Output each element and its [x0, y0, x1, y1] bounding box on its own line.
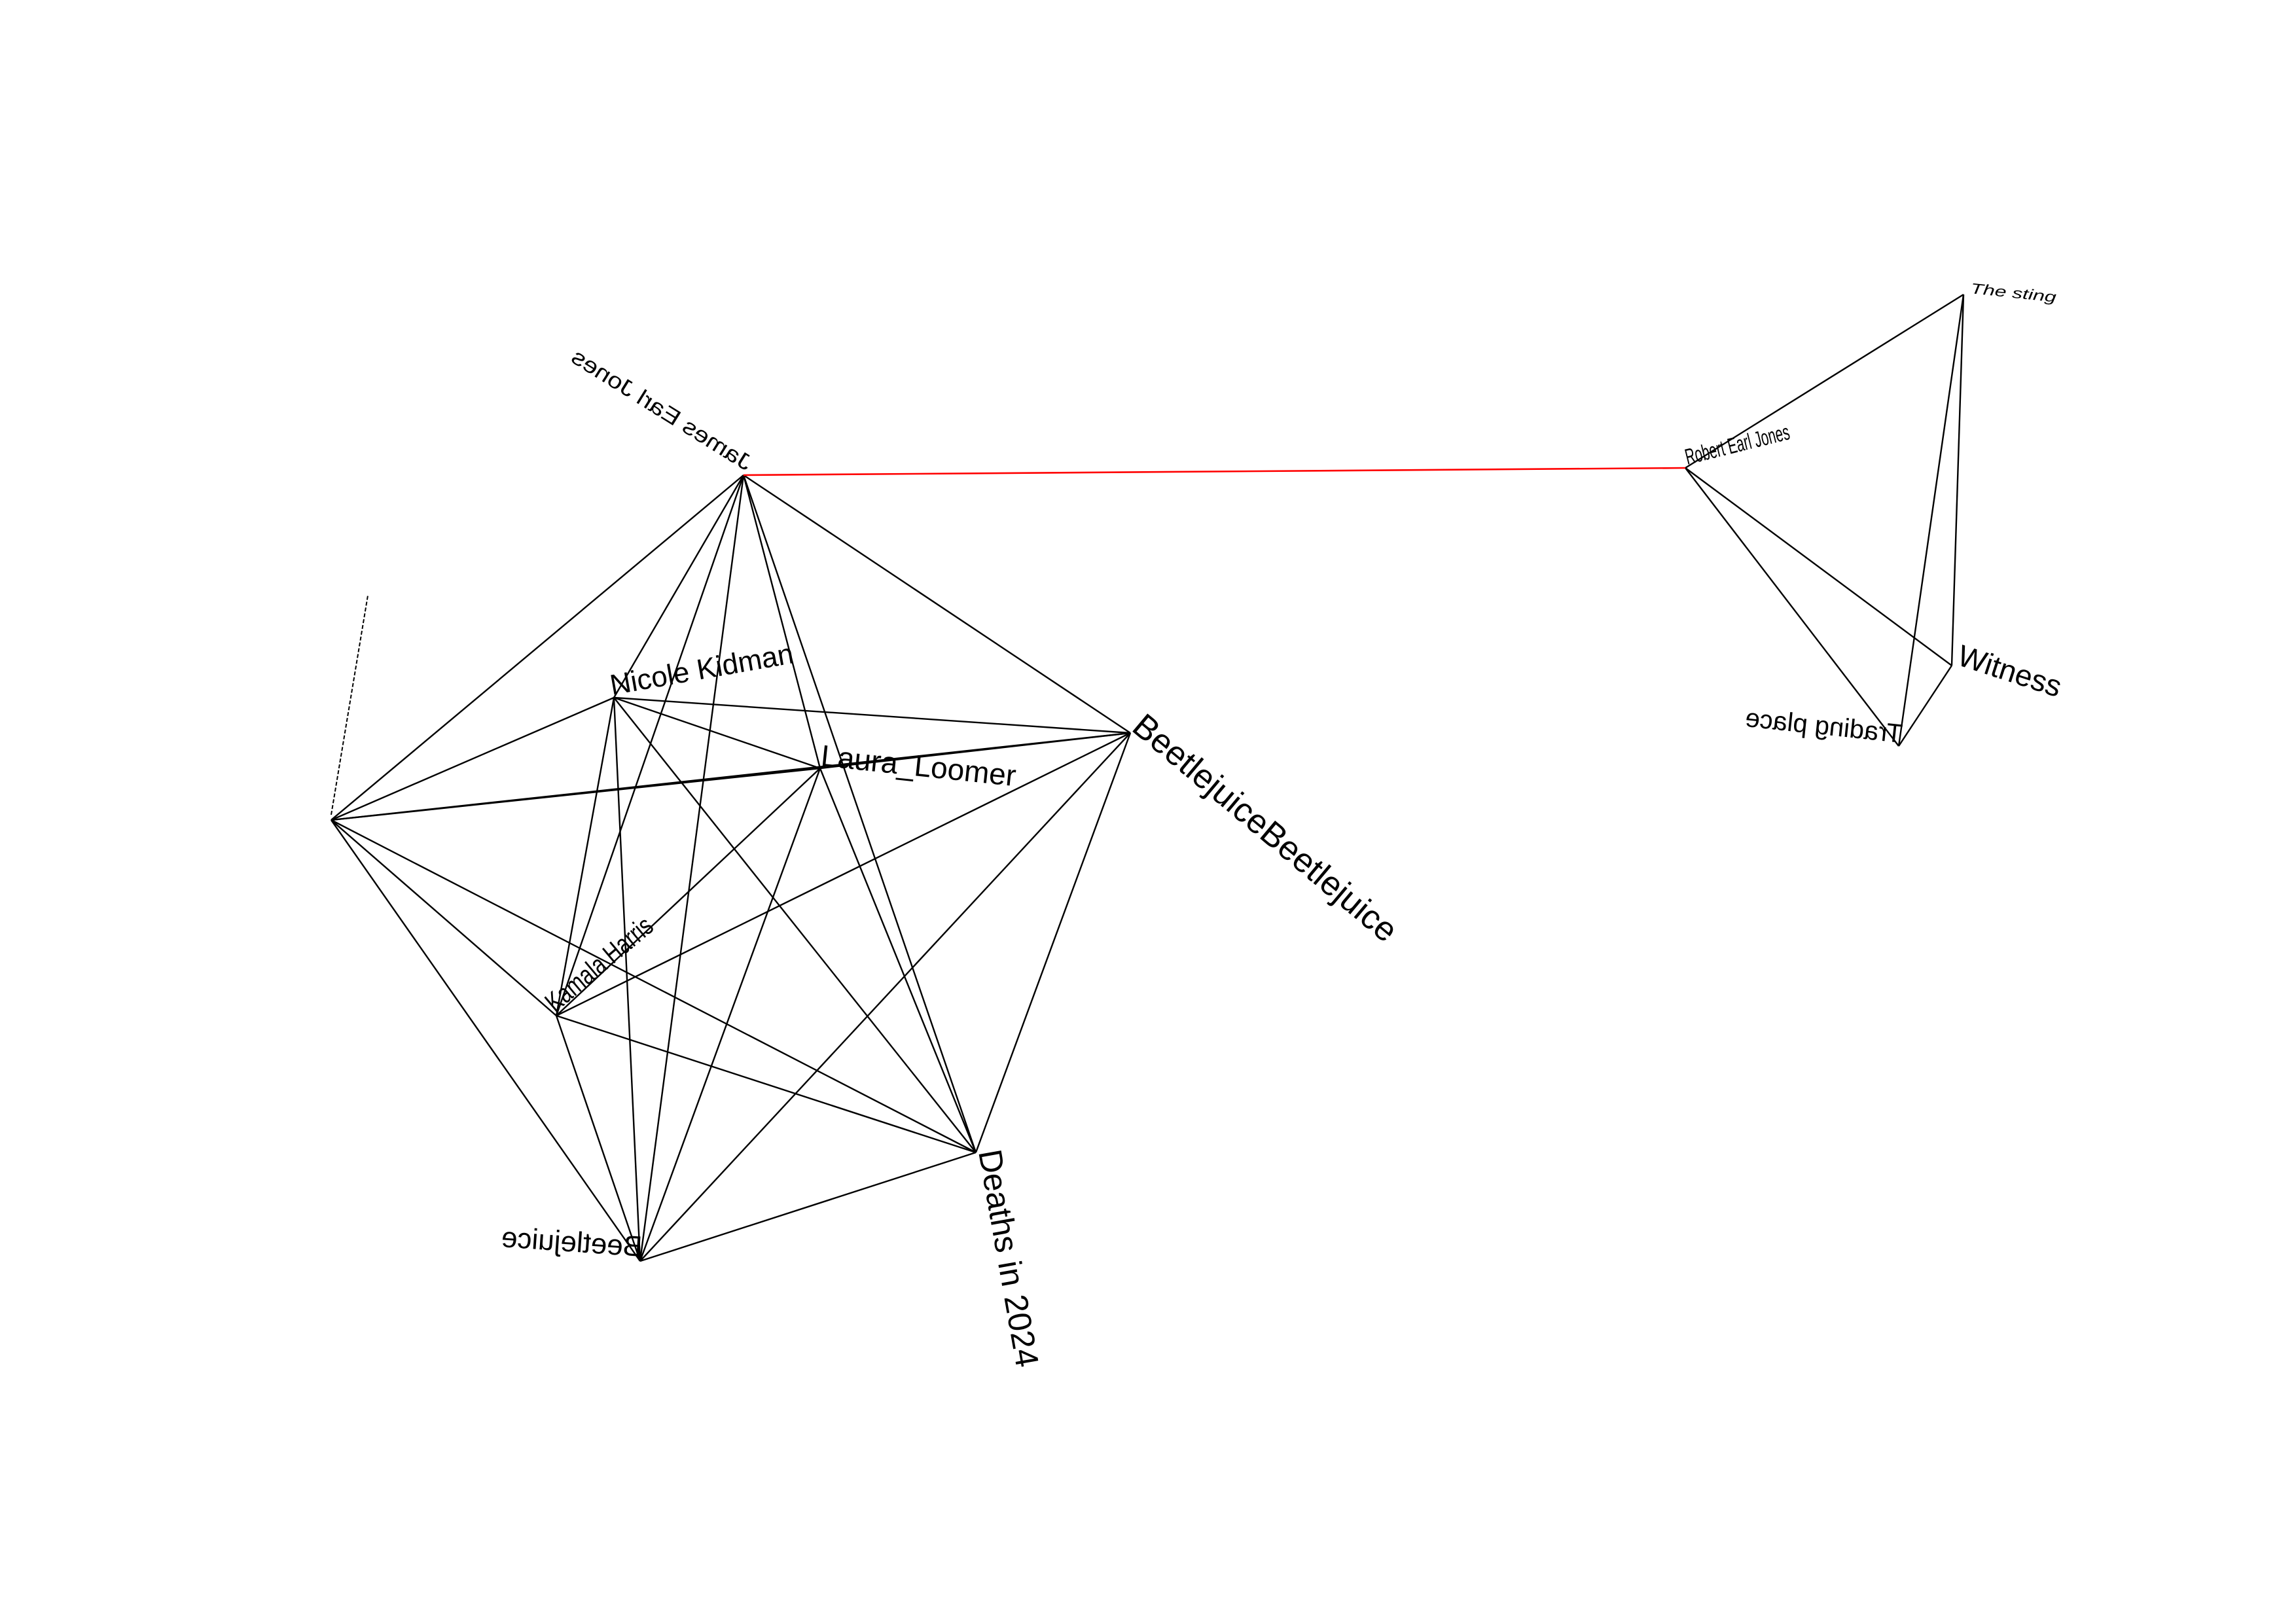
node-label-trad: Trading place — [1744, 704, 1903, 749]
edge — [613, 696, 821, 770]
node-label-jej: James Earl Jones — [567, 344, 757, 475]
edge — [556, 732, 1131, 1017]
edge — [613, 697, 977, 1153]
labels: James Earl Jones Nicole Kidman Laura_Loo… — [501, 280, 2066, 1370]
node-label-nk: Nicole Kidman — [607, 637, 796, 702]
edge — [819, 768, 977, 1153]
bridge-edge — [743, 467, 1686, 476]
edge — [555, 1015, 641, 1262]
edge — [639, 474, 745, 1262]
edges — [331, 293, 1965, 1262]
edge — [639, 768, 821, 1262]
node-label-sting: The sting — [1969, 280, 2057, 306]
node-label-d24: Deaths in 2024 — [971, 1147, 1046, 1370]
node-label-kh: Kamala Harris — [539, 910, 658, 1018]
edge — [555, 474, 745, 1016]
edge — [1685, 467, 1899, 747]
edge — [556, 768, 821, 1016]
edge — [613, 697, 641, 1262]
edge — [331, 474, 744, 821]
edge — [555, 697, 615, 1016]
edge — [819, 732, 1131, 770]
edge — [1897, 294, 1965, 747]
node-label-bb: BeetlejuiceBeetlejuice — [1125, 707, 1405, 950]
edge — [975, 732, 1132, 1153]
edge — [1950, 294, 1965, 666]
edge — [639, 732, 1131, 1262]
node-label-left-edge-on — [331, 595, 368, 815]
edge — [613, 696, 1131, 734]
node-label-wit: Witness — [1954, 638, 2066, 704]
edge — [742, 474, 821, 769]
edge — [556, 1014, 977, 1154]
edge — [331, 819, 977, 1154]
edge — [331, 819, 641, 1262]
edge — [639, 1151, 977, 1262]
node-label-bj: Beetlejuice — [501, 1221, 643, 1263]
edge — [1897, 665, 1953, 747]
edge — [742, 474, 977, 1153]
edge — [743, 474, 1131, 734]
edge — [331, 696, 615, 821]
edge — [1685, 293, 1964, 469]
edge — [331, 819, 557, 1016]
edge — [1685, 467, 1952, 666]
node-label-rej: Robert Earl Jones — [1683, 419, 1792, 469]
edge — [613, 474, 745, 698]
